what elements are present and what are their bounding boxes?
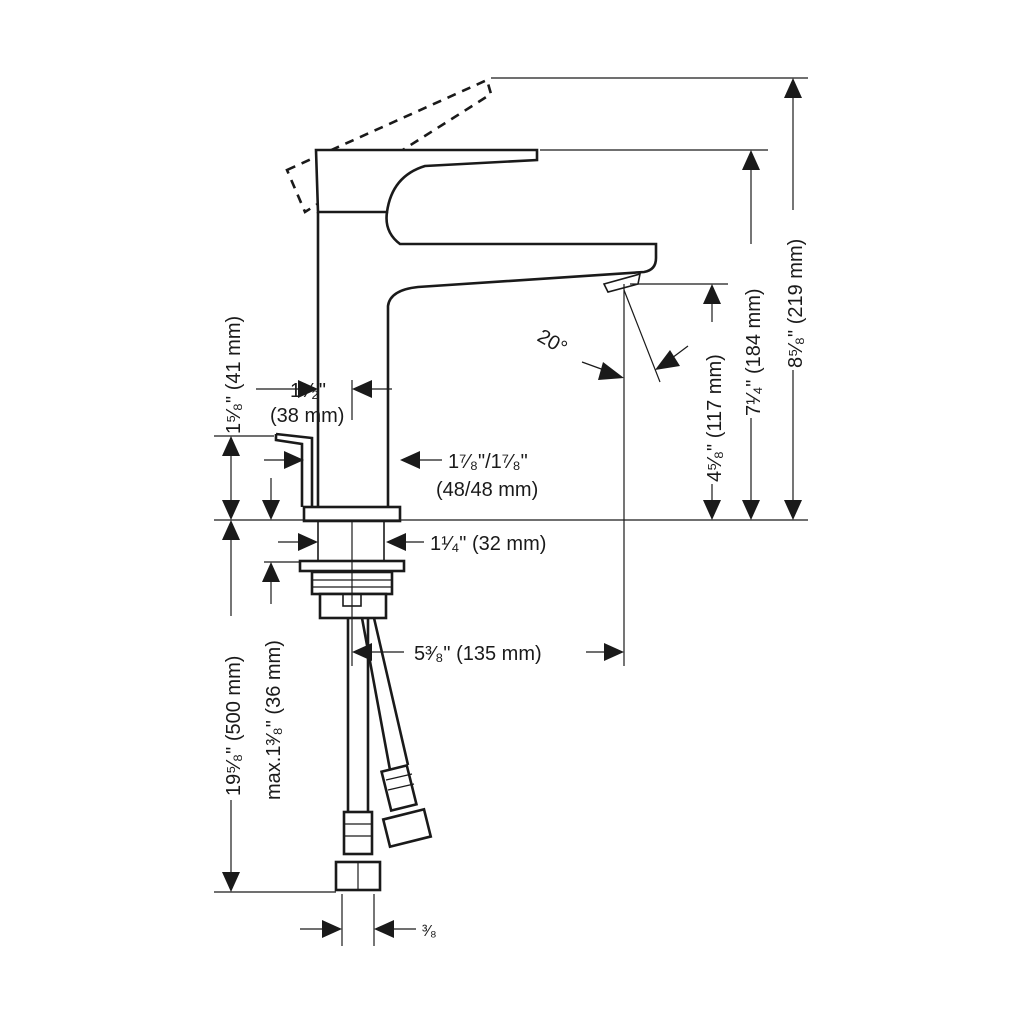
faucet-body-spout xyxy=(316,211,658,507)
label-connection-size: ³⁄₈ xyxy=(422,923,437,940)
extension-lines xyxy=(214,77,808,946)
lever-handle xyxy=(314,148,539,214)
label-max-counter-thickness: max.1³⁄₈" (36 mm) xyxy=(263,640,285,800)
label-spout-reach: 5³⁄₈" (135 mm) xyxy=(414,643,542,665)
pop-up-rod xyxy=(274,432,314,507)
label-spout-height: 4⁵⁄₈" (117 mm) xyxy=(704,354,726,482)
aerator xyxy=(602,272,642,293)
shank xyxy=(317,520,385,562)
dimension-lines xyxy=(222,78,802,938)
label-pop-up-height: 1⁵⁄₈" (41 mm) xyxy=(223,316,245,434)
label-total-height: 8⁵⁄₈" (219 mm) xyxy=(785,239,807,368)
base-flange xyxy=(302,505,402,523)
label-handle-offset-mm: (38 mm) xyxy=(270,405,344,427)
label-hose-length: 19⁵⁄₈" (500 mm) xyxy=(223,656,245,796)
handle-raised-dashed xyxy=(285,78,493,214)
dimension-labels: 8⁵⁄₈" (219 mm) 7¹⁄₄" (184 mm) 4⁵⁄₈" (117… xyxy=(223,239,807,940)
label-spout-angle: 20° xyxy=(534,325,571,359)
label-shank-diameter: 1¹⁄₄" (32 mm) xyxy=(430,533,546,555)
label-base-diameter-mm: (48/48 mm) xyxy=(436,479,538,501)
label-base-diameter-in: 1⁷⁄₈"/1⁷⁄₈" xyxy=(448,451,528,473)
label-handle-offset-in: 1¹⁄₂" xyxy=(290,380,326,402)
supply-hoses xyxy=(334,617,433,892)
label-handle-height: 7¹⁄₄" (184 mm) xyxy=(743,288,765,416)
